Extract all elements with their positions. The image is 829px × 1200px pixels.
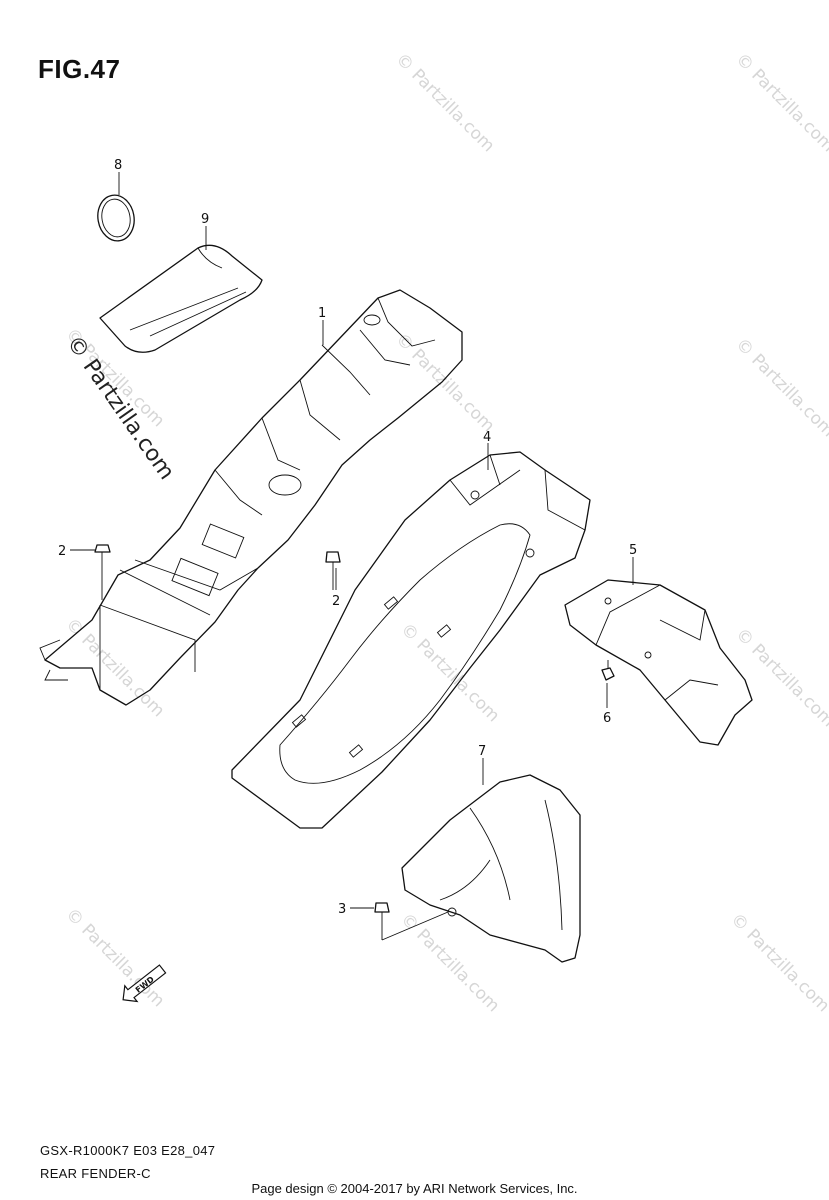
- callout-3: 3: [338, 902, 346, 917]
- model-code: GSX-R1000K7 E03 E28_047: [40, 1143, 216, 1158]
- part-6-screw: [601, 660, 615, 681]
- callout-2a: 2: [58, 544, 66, 559]
- watermark-text: © Partzilla.com: [391, 329, 498, 436]
- watermark-text: © Partzilla.com: [731, 624, 829, 731]
- watermark-text: © Partzilla.com: [396, 909, 503, 1016]
- screw-2-center: [325, 551, 341, 590]
- part-9-pouch: [99, 244, 263, 353]
- part-1-rear-fender: [39, 289, 463, 706]
- callout-5: 5: [629, 543, 637, 558]
- screw-2-left: [94, 544, 111, 600]
- watermark-text: © Partzilla.com: [726, 909, 829, 1016]
- part-4-inner-fender: [231, 451, 591, 829]
- callout-2b: 2: [332, 594, 340, 609]
- watermark-text: © Partzilla.com: [61, 904, 168, 1011]
- copyright-credit: Page design © 2004-2017 by ARI Network S…: [251, 1181, 578, 1196]
- callout-1: 1: [318, 306, 326, 321]
- part-5-bracket: [564, 579, 753, 746]
- callout-7: 7: [478, 744, 486, 759]
- watermark-text: © Partzilla.com: [731, 334, 829, 441]
- assembly-name: REAR FENDER-C: [40, 1166, 151, 1181]
- callout-6: 6: [603, 711, 611, 726]
- part-8-ring: [97, 194, 135, 242]
- callout-9: 9: [201, 212, 209, 227]
- watermark-text: © Partzilla.com: [391, 49, 498, 156]
- callout-8: 8: [114, 158, 122, 173]
- screw-3: [374, 902, 449, 941]
- watermark-layer: © Partzilla.com © Partzilla.com © Partzi…: [61, 49, 829, 1016]
- figure-title: FIG.47: [38, 54, 121, 84]
- watermark-text: © Partzilla.com: [731, 49, 829, 156]
- watermark-text: © Partzilla.com: [396, 619, 503, 726]
- watermark-main: © Partzilla.com: [61, 331, 179, 484]
- callout-4: 4: [483, 430, 491, 445]
